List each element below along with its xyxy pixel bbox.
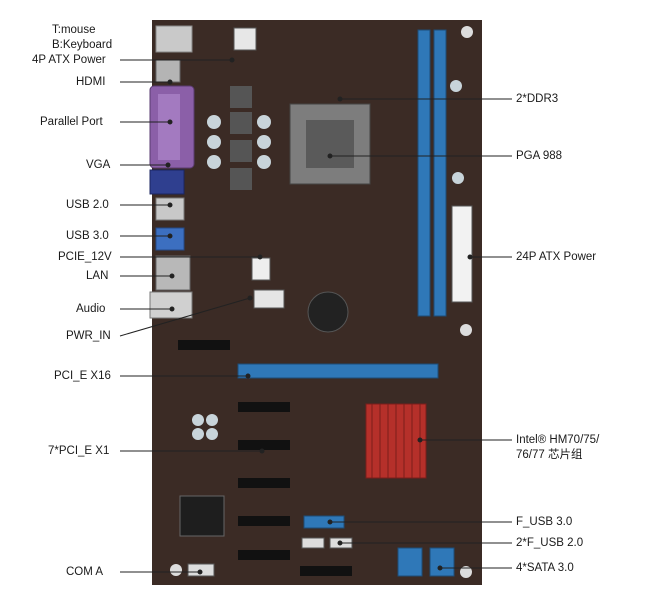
super-io-chip	[179, 495, 225, 537]
label-keyboard: B:Keyboard	[52, 39, 113, 51]
capacitor	[206, 414, 218, 426]
vga-port	[149, 169, 185, 195]
mounting-hole	[460, 324, 472, 336]
label-atx-4p: 4P ATX Power	[32, 54, 106, 66]
label-lan: LAN	[86, 270, 109, 282]
label-usb30: USB 3.0	[66, 230, 109, 242]
pwr-in-connector	[253, 289, 285, 309]
label-chipset-line2: 76/77 芯片组	[516, 449, 583, 461]
audio-jack	[149, 291, 193, 319]
label-parallel-port: Parallel Port	[40, 116, 103, 128]
pcie-x1-slot	[238, 550, 290, 560]
label-pcie-x16: PCI_E X16	[54, 370, 111, 382]
usb20-port	[155, 197, 185, 221]
sata-port	[397, 547, 423, 577]
label-atx-24p: 24P ATX Power	[516, 251, 597, 263]
sata-port	[429, 547, 455, 577]
mounting-hole	[460, 566, 472, 578]
label-com-a: COM A	[66, 566, 104, 578]
label-audio: Audio	[76, 303, 106, 315]
capacitor	[257, 135, 271, 149]
label-usb20: USB 2.0	[66, 199, 109, 211]
capacitor	[192, 428, 204, 440]
pcie-x1-slot	[178, 340, 230, 350]
ddr3-slot	[417, 29, 431, 317]
choke	[230, 86, 252, 108]
atx-4p-connector	[233, 27, 257, 51]
pcie-x1-slot	[300, 566, 352, 576]
ps2-port	[155, 25, 193, 53]
usb30-port	[155, 227, 185, 251]
capacitor	[207, 155, 221, 169]
pcie-x1-slot	[238, 516, 290, 526]
pcie-x1-slot	[238, 402, 290, 412]
label-pcie-x1: 7*PCI_E X1	[48, 445, 110, 457]
pcie-x1-slot	[238, 440, 290, 450]
label-vga: VGA	[86, 159, 111, 171]
label-mouse: T:mouse	[52, 24, 96, 36]
pcie-x1-slot	[238, 478, 290, 488]
pcie-12v-connector	[251, 257, 271, 281]
hdmi-port	[155, 59, 181, 83]
label-pwr-in: PWR_IN	[66, 330, 111, 342]
capacitor	[452, 172, 464, 184]
capacitor	[192, 414, 204, 426]
label-pga988: PGA 988	[516, 150, 563, 162]
parallel-port-inner	[158, 94, 180, 160]
label-sata: 4*SATA 3.0	[516, 562, 574, 574]
cpu-socket-inner	[306, 120, 354, 168]
atx-24p-connector	[451, 205, 473, 303]
label-hdmi: HDMI	[76, 76, 106, 88]
label-pcie-12v: PCIE_12V	[58, 251, 112, 263]
capacitor	[207, 135, 221, 149]
choke	[230, 140, 252, 162]
label-ddr3: 2*DDR3	[516, 93, 559, 105]
capacitor	[450, 80, 462, 92]
mounting-hole	[170, 564, 182, 576]
choke	[230, 168, 252, 190]
capacitor	[257, 115, 271, 129]
pcie-x16-slot	[237, 363, 439, 379]
label-f-usb20: 2*F_USB 2.0	[516, 537, 584, 549]
lan-port	[155, 255, 191, 291]
f-usb20-header	[301, 537, 325, 549]
capacitor	[257, 155, 271, 169]
capacitor	[206, 428, 218, 440]
label-f-usb30: F_USB 3.0	[516, 516, 573, 528]
capacitor	[207, 115, 221, 129]
label-chipset-line1: Intel® HM70/75/	[516, 434, 600, 446]
mounting-hole	[461, 26, 473, 38]
choke	[230, 112, 252, 134]
cmos-battery	[307, 291, 349, 333]
ddr3-slot	[433, 29, 447, 317]
